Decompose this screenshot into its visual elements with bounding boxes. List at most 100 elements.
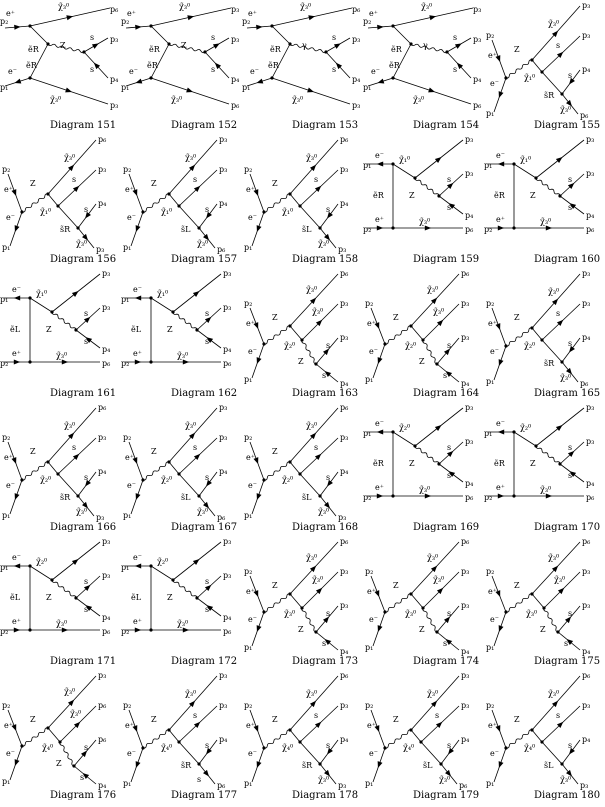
neutralino-line (168, 193, 180, 207)
squark-line (57, 473, 79, 497)
vertex-dot (28, 76, 32, 80)
selectron-label: ẽR (391, 45, 403, 54)
arrow-icon (377, 357, 383, 365)
incoming-momentum-label: p₂ (244, 433, 252, 442)
vertex-dot (504, 76, 508, 80)
boson-label: Z (56, 759, 62, 768)
incoming-momentum-label: p₁ (486, 643, 494, 652)
quark-label: s (84, 337, 88, 346)
outgoing-momentum-label: p₆ (102, 627, 110, 636)
quark-label: s (326, 609, 330, 618)
boson-label: Z (514, 313, 520, 322)
arrow-icon (186, 87, 194, 93)
neutralino-label: χ̃₁⁰ (36, 289, 47, 298)
neutralino-label: χ̃₃⁰ (64, 421, 75, 430)
outgoing-momentum-label: p₄ (110, 75, 118, 84)
vertex-dot (56, 204, 60, 208)
vertex-dot (262, 478, 266, 482)
arrow-icon (73, 721, 81, 729)
incoming-momentum-label: p₂ (2, 165, 10, 174)
electron-label: e⁻ (133, 553, 142, 562)
neutralino-label: χ̃₃⁰ (526, 609, 537, 618)
vertex-dot (318, 226, 322, 230)
vertex-dot (318, 494, 322, 498)
neutralino-label: χ̃₁⁰ (40, 207, 51, 216)
vertex-dot (197, 762, 201, 766)
arrow-icon (188, 164, 196, 172)
incoming-momentum-label: p₂ (484, 493, 492, 502)
diagram-caption: Diagram 180 (534, 790, 601, 801)
neutralino-label: χ̃₁⁰ (399, 155, 410, 164)
incoming-momentum-label: p₁ (244, 243, 252, 252)
boson-propagator (289, 43, 327, 54)
arrow-icon (566, 769, 572, 777)
outgoing-momentum-label: p₆ (217, 245, 225, 254)
outgoing-momentum-label: p₄ (231, 75, 239, 84)
outgoing-momentum-label: p₃ (338, 245, 346, 254)
incoming-momentum-label: p₂ (244, 299, 252, 308)
arrow-icon (132, 189, 138, 197)
quark-label: s (322, 639, 326, 648)
squark-line (420, 741, 442, 765)
vertex-dot (413, 444, 417, 448)
vertex-dot (177, 204, 181, 208)
neutralino-label: χ̃₃⁰ (185, 421, 196, 430)
arrow-icon (192, 559, 200, 565)
boson-propagator (168, 43, 206, 54)
neutralino-label: χ̃₂⁰ (524, 341, 535, 350)
vertex-dot (149, 564, 153, 568)
neutralino-label: χ̃₃⁰ (306, 553, 317, 562)
neutralino-label: χ̃₁⁰ (161, 207, 172, 216)
arrow-icon (555, 425, 563, 431)
quark-label: s (211, 65, 215, 74)
arrow-icon (424, 225, 432, 231)
neutralino-label: χ̃₃⁰ (560, 373, 571, 382)
incoming-momentum-label: p₁ (244, 511, 252, 520)
outgoing-momentum-label: p₄ (102, 613, 110, 622)
arrow-icon (569, 77, 575, 85)
arrow-icon (429, 15, 437, 21)
outgoing-momentum-label: p₃ (223, 571, 231, 580)
neutralino-label: χ̃₂⁰ (284, 341, 295, 350)
outgoing-momentum-label: p₆ (102, 359, 110, 368)
vertex-dot (50, 578, 54, 582)
selectron-line (271, 43, 291, 79)
outgoing-momentum-label: p₃ (223, 303, 231, 312)
vertex-dot (149, 76, 153, 80)
boson-label: Z (181, 41, 187, 50)
outgoing-momentum-label: p₃ (340, 701, 348, 710)
outgoing-momentum-label: p₃ (102, 571, 110, 580)
vertex-dot (318, 762, 322, 766)
outgoing-momentum-label: p₆ (582, 671, 590, 680)
outgoing-momentum-label: p₃ (473, 5, 481, 14)
arrow-icon (193, 453, 201, 461)
quark-label: s (435, 711, 439, 720)
arrow-icon (80, 750, 88, 758)
arrow-icon (324, 638, 332, 646)
outgoing-momentum-label: p₃ (465, 169, 473, 178)
outgoing-momentum-label: p₃ (582, 269, 590, 278)
electron-label: e⁻ (369, 749, 378, 758)
arrow-icon (134, 563, 142, 569)
squark-label: s̃R (302, 761, 313, 770)
quark-label: s (568, 609, 572, 618)
neutralino-label: χ̃₃⁰ (318, 239, 329, 248)
neutralino-label: χ̃₄⁰ (42, 743, 53, 752)
outgoing-momentum-label: p₆ (340, 269, 348, 278)
outgoing-momentum-label: p₃ (582, 1, 590, 10)
arrow-icon (551, 30, 559, 38)
arrow-icon (182, 627, 190, 633)
boson-label: Z (30, 447, 36, 456)
squark-label: s̃L (181, 493, 191, 502)
arrow-icon (204, 316, 212, 324)
vertex-dot (76, 226, 80, 230)
vertex-dot (46, 192, 50, 196)
